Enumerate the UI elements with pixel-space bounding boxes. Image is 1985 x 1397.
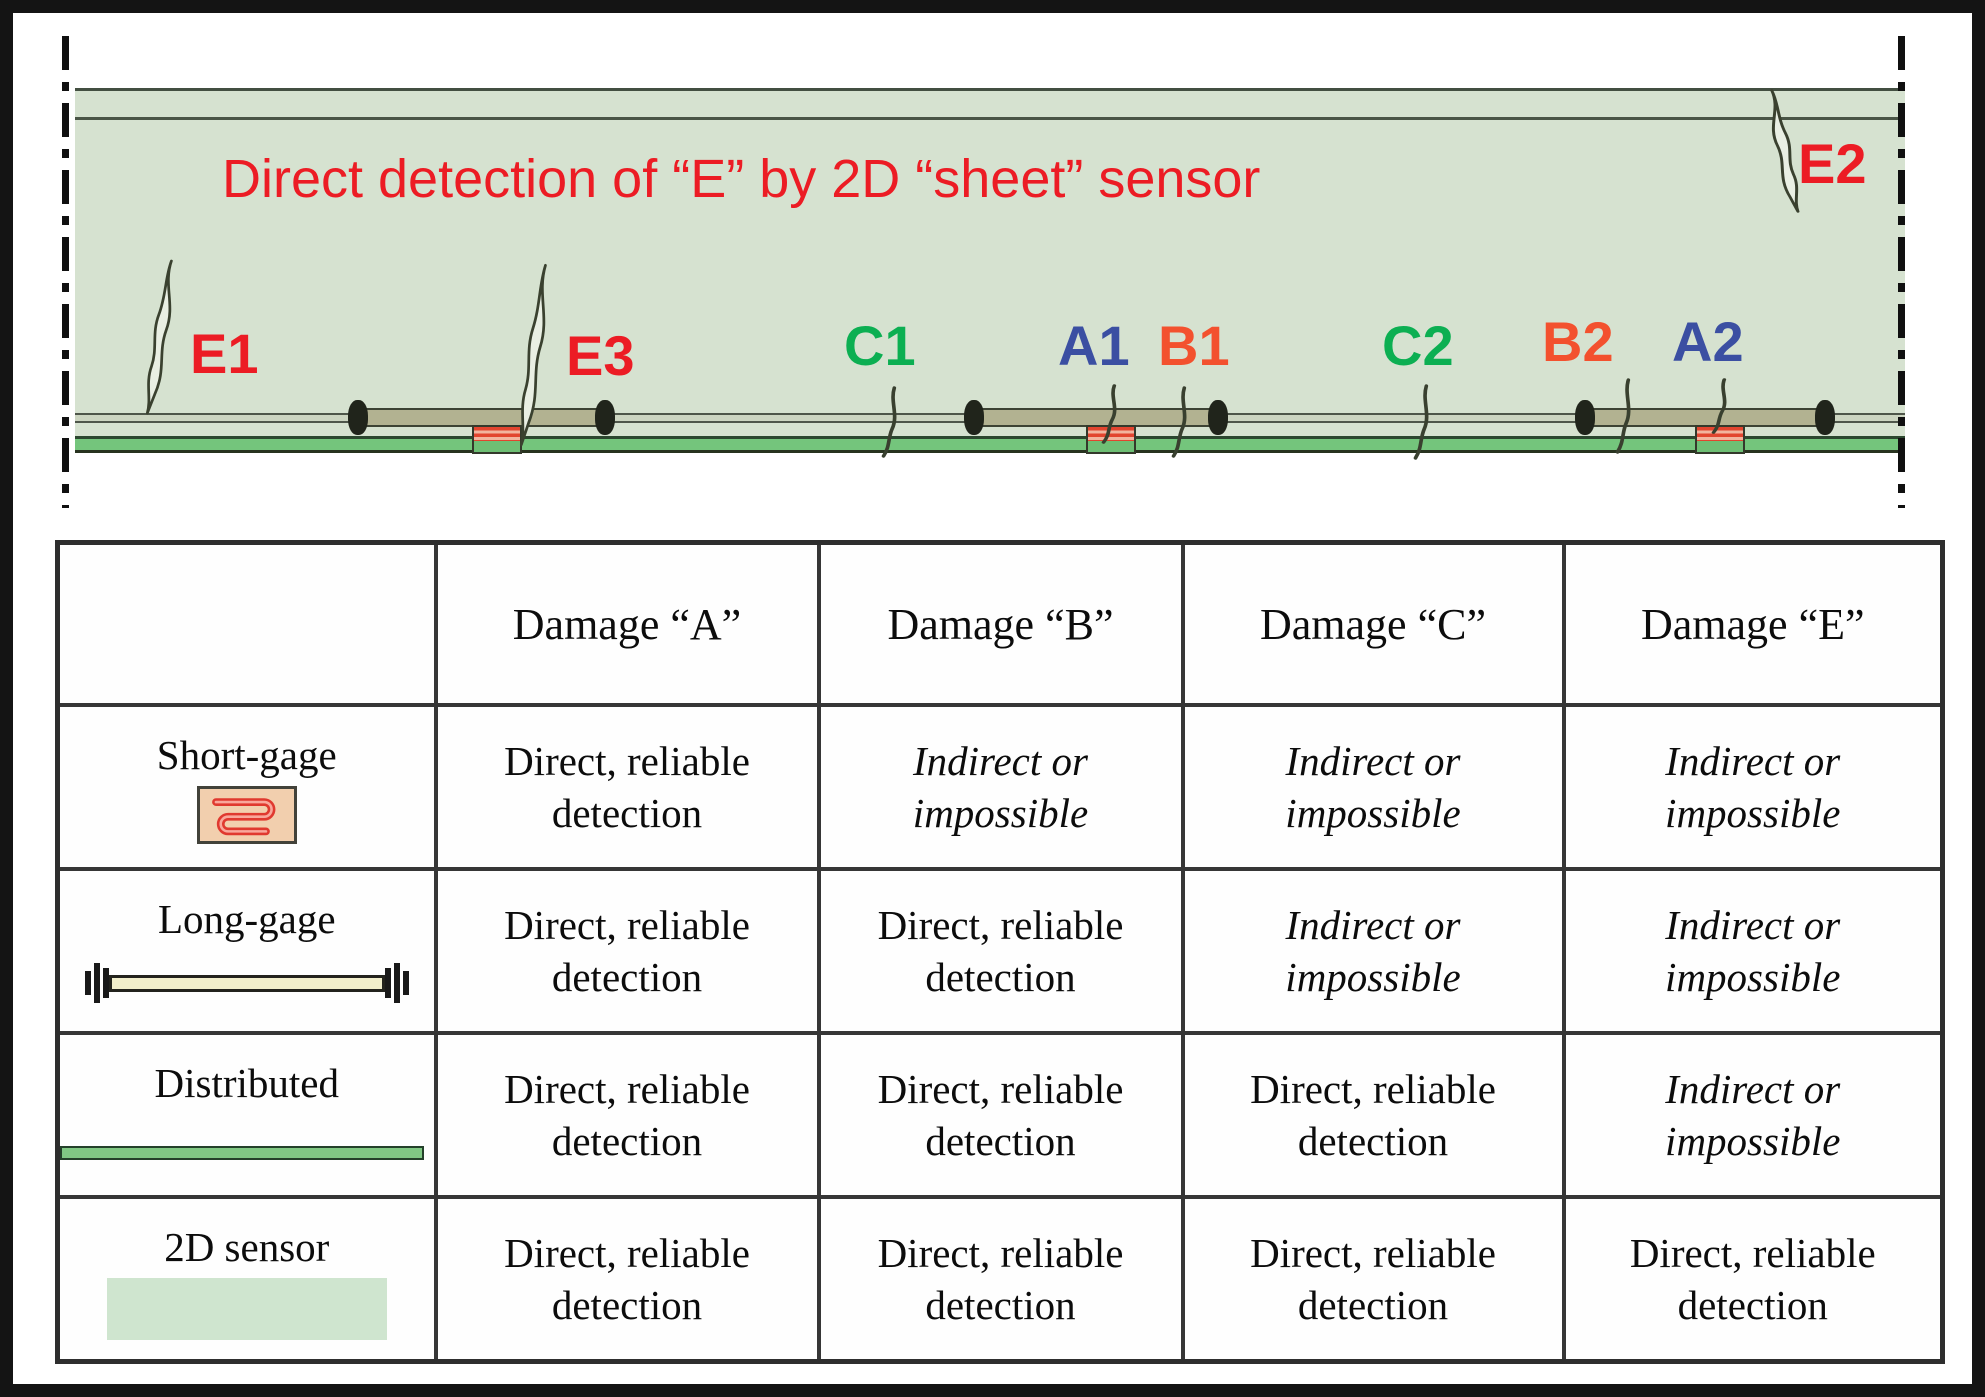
table-cell: Direct, reliable detection bbox=[816, 867, 1185, 1035]
table-cell: Indirect or impossible bbox=[816, 703, 1185, 871]
centerline-left-icon bbox=[62, 36, 69, 508]
crack-icon-b2 bbox=[1610, 378, 1638, 454]
distributed-sensor-band bbox=[75, 436, 1905, 453]
table-row-long-gage: Long-gage Direct, reliable detection Dir… bbox=[55, 867, 1945, 1035]
crack-icon-c2 bbox=[1408, 384, 1436, 460]
short-gage-sensor-3 bbox=[1695, 425, 1745, 454]
damage-label-b2: B2 bbox=[1542, 310, 1614, 373]
table-cell: Indirect or impossible bbox=[1180, 867, 1566, 1035]
table-cell: Direct, reliable detection bbox=[433, 1031, 821, 1199]
crack-icon-e1 bbox=[140, 258, 184, 416]
row-label: Distributed bbox=[154, 1060, 339, 1106]
table-corner-cell bbox=[55, 540, 438, 707]
table-cell: Indirect or impossible bbox=[1561, 1031, 1945, 1199]
table-cell: Indirect or impossible bbox=[1561, 867, 1945, 1035]
row-label: Short-gage bbox=[156, 732, 337, 778]
2d-sensor-icon bbox=[106, 1278, 387, 1341]
column-header-damage-b: Damage “B” bbox=[816, 540, 1185, 707]
row-header-short-gage: Short-gage bbox=[55, 703, 438, 871]
row-label: 2D sensor bbox=[164, 1224, 330, 1270]
crack-icon-e2 bbox=[1758, 88, 1806, 214]
crack-icon-a1 bbox=[1096, 384, 1124, 444]
table-cell: Direct, reliable detection bbox=[816, 1195, 1185, 1364]
row-header-2d-sensor: 2D sensor bbox=[55, 1195, 438, 1364]
table-row-distributed: Distributed Direct, reliable detection D… bbox=[55, 1031, 1945, 1199]
anchor-icon bbox=[1575, 400, 1595, 435]
table-row-short-gage: Short-gage Direct, reliable detection In… bbox=[55, 703, 1945, 871]
column-header-damage-a: Damage “A” bbox=[433, 540, 821, 707]
table-cell: Direct, reliable detection bbox=[1180, 1031, 1566, 1199]
row-header-distributed: Distributed bbox=[55, 1031, 438, 1199]
damage-label-b1: B1 bbox=[1158, 314, 1230, 377]
crack-icon-c1 bbox=[876, 386, 904, 458]
anchor-icon bbox=[1208, 400, 1228, 435]
table-cell: Direct, reliable detection bbox=[1561, 1195, 1945, 1364]
damage-label-a1: A1 bbox=[1058, 314, 1130, 377]
2d-sheet-sensor-region bbox=[75, 88, 1905, 452]
sheet-top-flange-line bbox=[75, 117, 1905, 120]
damage-label-a2: A2 bbox=[1672, 310, 1744, 373]
anchor-icon bbox=[1815, 400, 1835, 435]
damage-label-e3: E3 bbox=[566, 324, 635, 387]
short-gage-icon bbox=[196, 786, 297, 845]
crack-icon-b1 bbox=[1166, 386, 1194, 458]
distributed-sensor-icon bbox=[60, 1146, 424, 1161]
table-header-row: Damage “A” Damage “B” Damage “C” Damage … bbox=[55, 540, 1945, 707]
short-gage-sensor-1 bbox=[472, 425, 522, 454]
anchor-icon bbox=[348, 400, 368, 435]
table-cell: Direct, reliable detection bbox=[433, 703, 821, 871]
row-header-long-gage: Long-gage bbox=[55, 867, 438, 1035]
anchor-icon bbox=[384, 963, 409, 1004]
crack-icon-e3 bbox=[514, 262, 558, 448]
table-cell: Direct, reliable detection bbox=[816, 1031, 1185, 1199]
table-row-2d-sensor: 2D sensor Direct, reliable detection Dir… bbox=[55, 1195, 1945, 1364]
damage-label-c1: C1 bbox=[844, 314, 916, 377]
anchor-icon bbox=[595, 400, 615, 435]
detection-table: Damage “A” Damage “B” Damage “C” Damage … bbox=[55, 540, 1945, 1364]
crack-icon-a2 bbox=[1706, 378, 1734, 434]
damage-label-e2: E2 bbox=[1798, 132, 1867, 195]
table-cell: Direct, reliable detection bbox=[433, 1195, 821, 1364]
anchor-icon bbox=[84, 963, 109, 1004]
table-cell: Indirect or impossible bbox=[1180, 703, 1566, 871]
column-header-damage-c: Damage “C” bbox=[1180, 540, 1566, 707]
long-gage-icon bbox=[84, 962, 409, 1004]
gage-rod bbox=[108, 974, 385, 992]
damage-label-c2: C2 bbox=[1382, 314, 1454, 377]
row-label: Long-gage bbox=[157, 896, 336, 942]
damage-label-e1: E1 bbox=[190, 322, 259, 385]
column-header-damage-e: Damage “E” bbox=[1561, 540, 1945, 707]
diagram-title: Direct detection of “E” by 2D “sheet” se… bbox=[222, 149, 1261, 209]
table-cell: Direct, reliable detection bbox=[1180, 1195, 1566, 1364]
table-cell: Indirect or impossible bbox=[1561, 703, 1945, 871]
anchor-icon bbox=[964, 400, 984, 435]
centerline-right-icon bbox=[1898, 36, 1905, 508]
table-cell: Direct, reliable detection bbox=[433, 867, 821, 1035]
